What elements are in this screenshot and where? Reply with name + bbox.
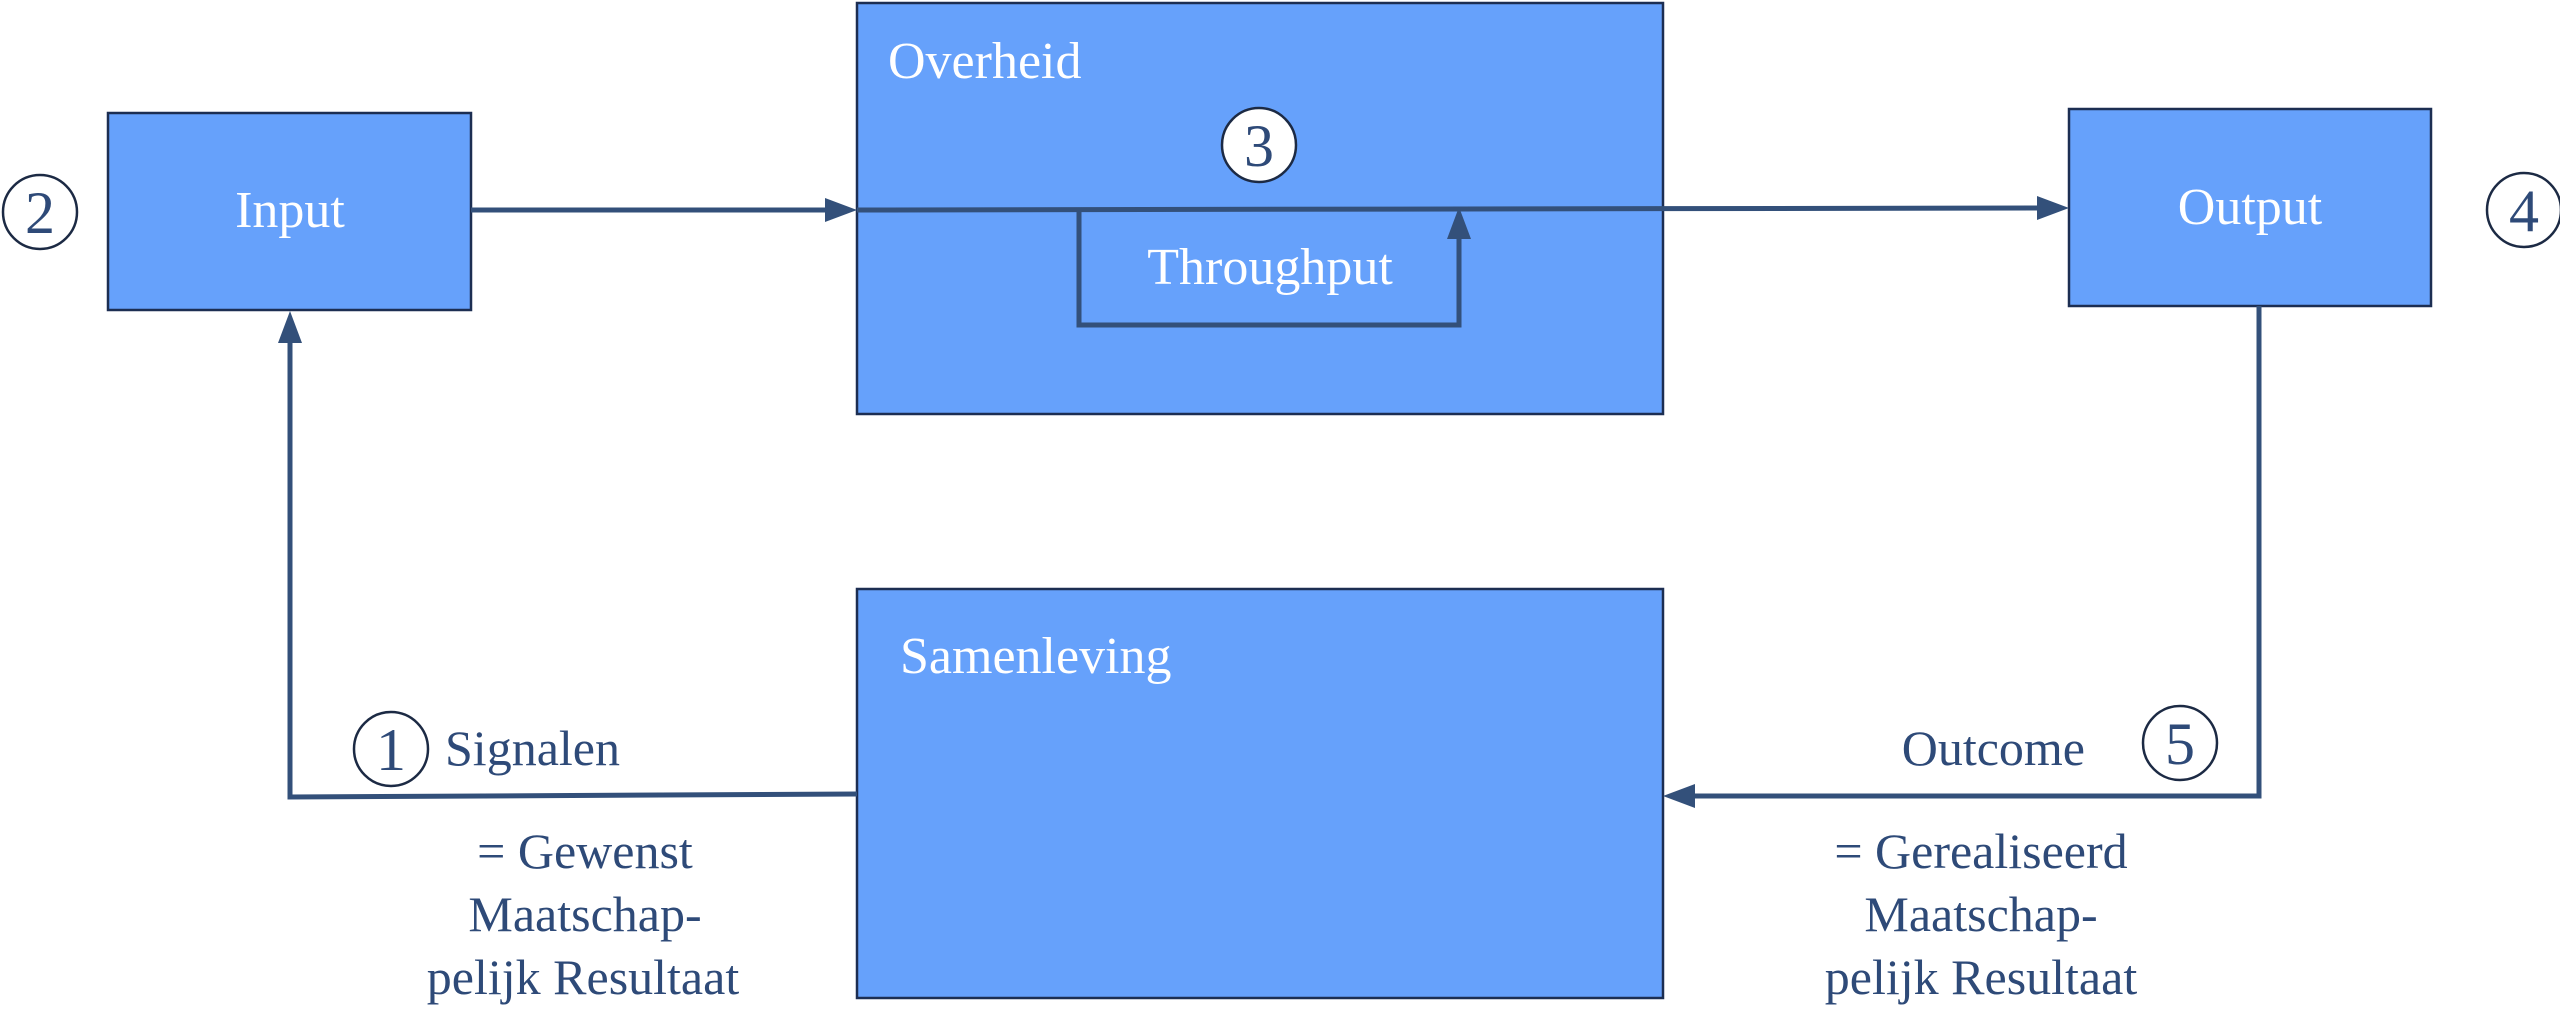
- gerealiseerd-resultaat-note: = Gerealiseerd Maatschap- pelijk Resulta…: [1825, 823, 2138, 1005]
- signalen-label: Signalen: [445, 720, 620, 776]
- marker-number-1: 1: [376, 717, 406, 783]
- marker-number-3: 3: [1244, 113, 1274, 179]
- marker-number-2: 2: [25, 180, 55, 246]
- input-label: Input: [235, 182, 345, 239]
- marker-circle-1: [352, 710, 430, 788]
- samenleving-label: Samenleving: [900, 628, 1172, 685]
- samenleving-to-input-arrow: [287, 338, 858, 800]
- overheid-to-output-arrowhead: [2037, 196, 2069, 220]
- outcome-label: Outcome: [1902, 720, 2085, 776]
- gerealiseerd-note-line-3: pelijk Resultaat: [1825, 949, 2138, 1005]
- output-to-samenleving-arrow: [1690, 306, 2262, 799]
- samenleving-box: [855, 587, 1665, 1000]
- throughput-loop-arrowhead: [1447, 207, 1471, 239]
- marker-circle-5: [2141, 704, 2219, 782]
- input-to-overheid-arrowhead: [825, 198, 857, 222]
- marker-number-5: 5: [2165, 711, 2195, 777]
- gewenst-note-line-3: pelijk Resultaat: [427, 949, 740, 1005]
- marker-circle-4: [2485, 171, 2560, 249]
- overheid-to-output-arrow: [856, 205, 2044, 213]
- overheid-label: Overheid: [888, 33, 1081, 90]
- throughput-loop-arrow: [1076, 210, 1462, 328]
- marker-circle-3: [1220, 106, 1298, 184]
- marker-circle-2: [1, 173, 79, 251]
- input-box: [106, 111, 473, 312]
- output-to-samenleving-arrowhead: [1663, 784, 1695, 808]
- gerealiseerd-note-line-1: = Gerealiseerd: [1834, 823, 2127, 879]
- gewenst-note-line-1: = Gewenst: [477, 823, 693, 879]
- output-label: Output: [2178, 179, 2323, 236]
- gewenst-resultaat-note: = Gewenst Maatschap- pelijk Resultaat: [427, 823, 740, 1005]
- output-box: [2067, 107, 2433, 308]
- marker-number-4: 4: [2509, 178, 2539, 244]
- gerealiseerd-note-line-2: Maatschap-: [1864, 886, 2097, 942]
- samenleving-to-input-arrowhead: [278, 311, 302, 343]
- gewenst-note-line-2: Maatschap-: [468, 886, 701, 942]
- throughput-label: Throughput: [1147, 239, 1393, 296]
